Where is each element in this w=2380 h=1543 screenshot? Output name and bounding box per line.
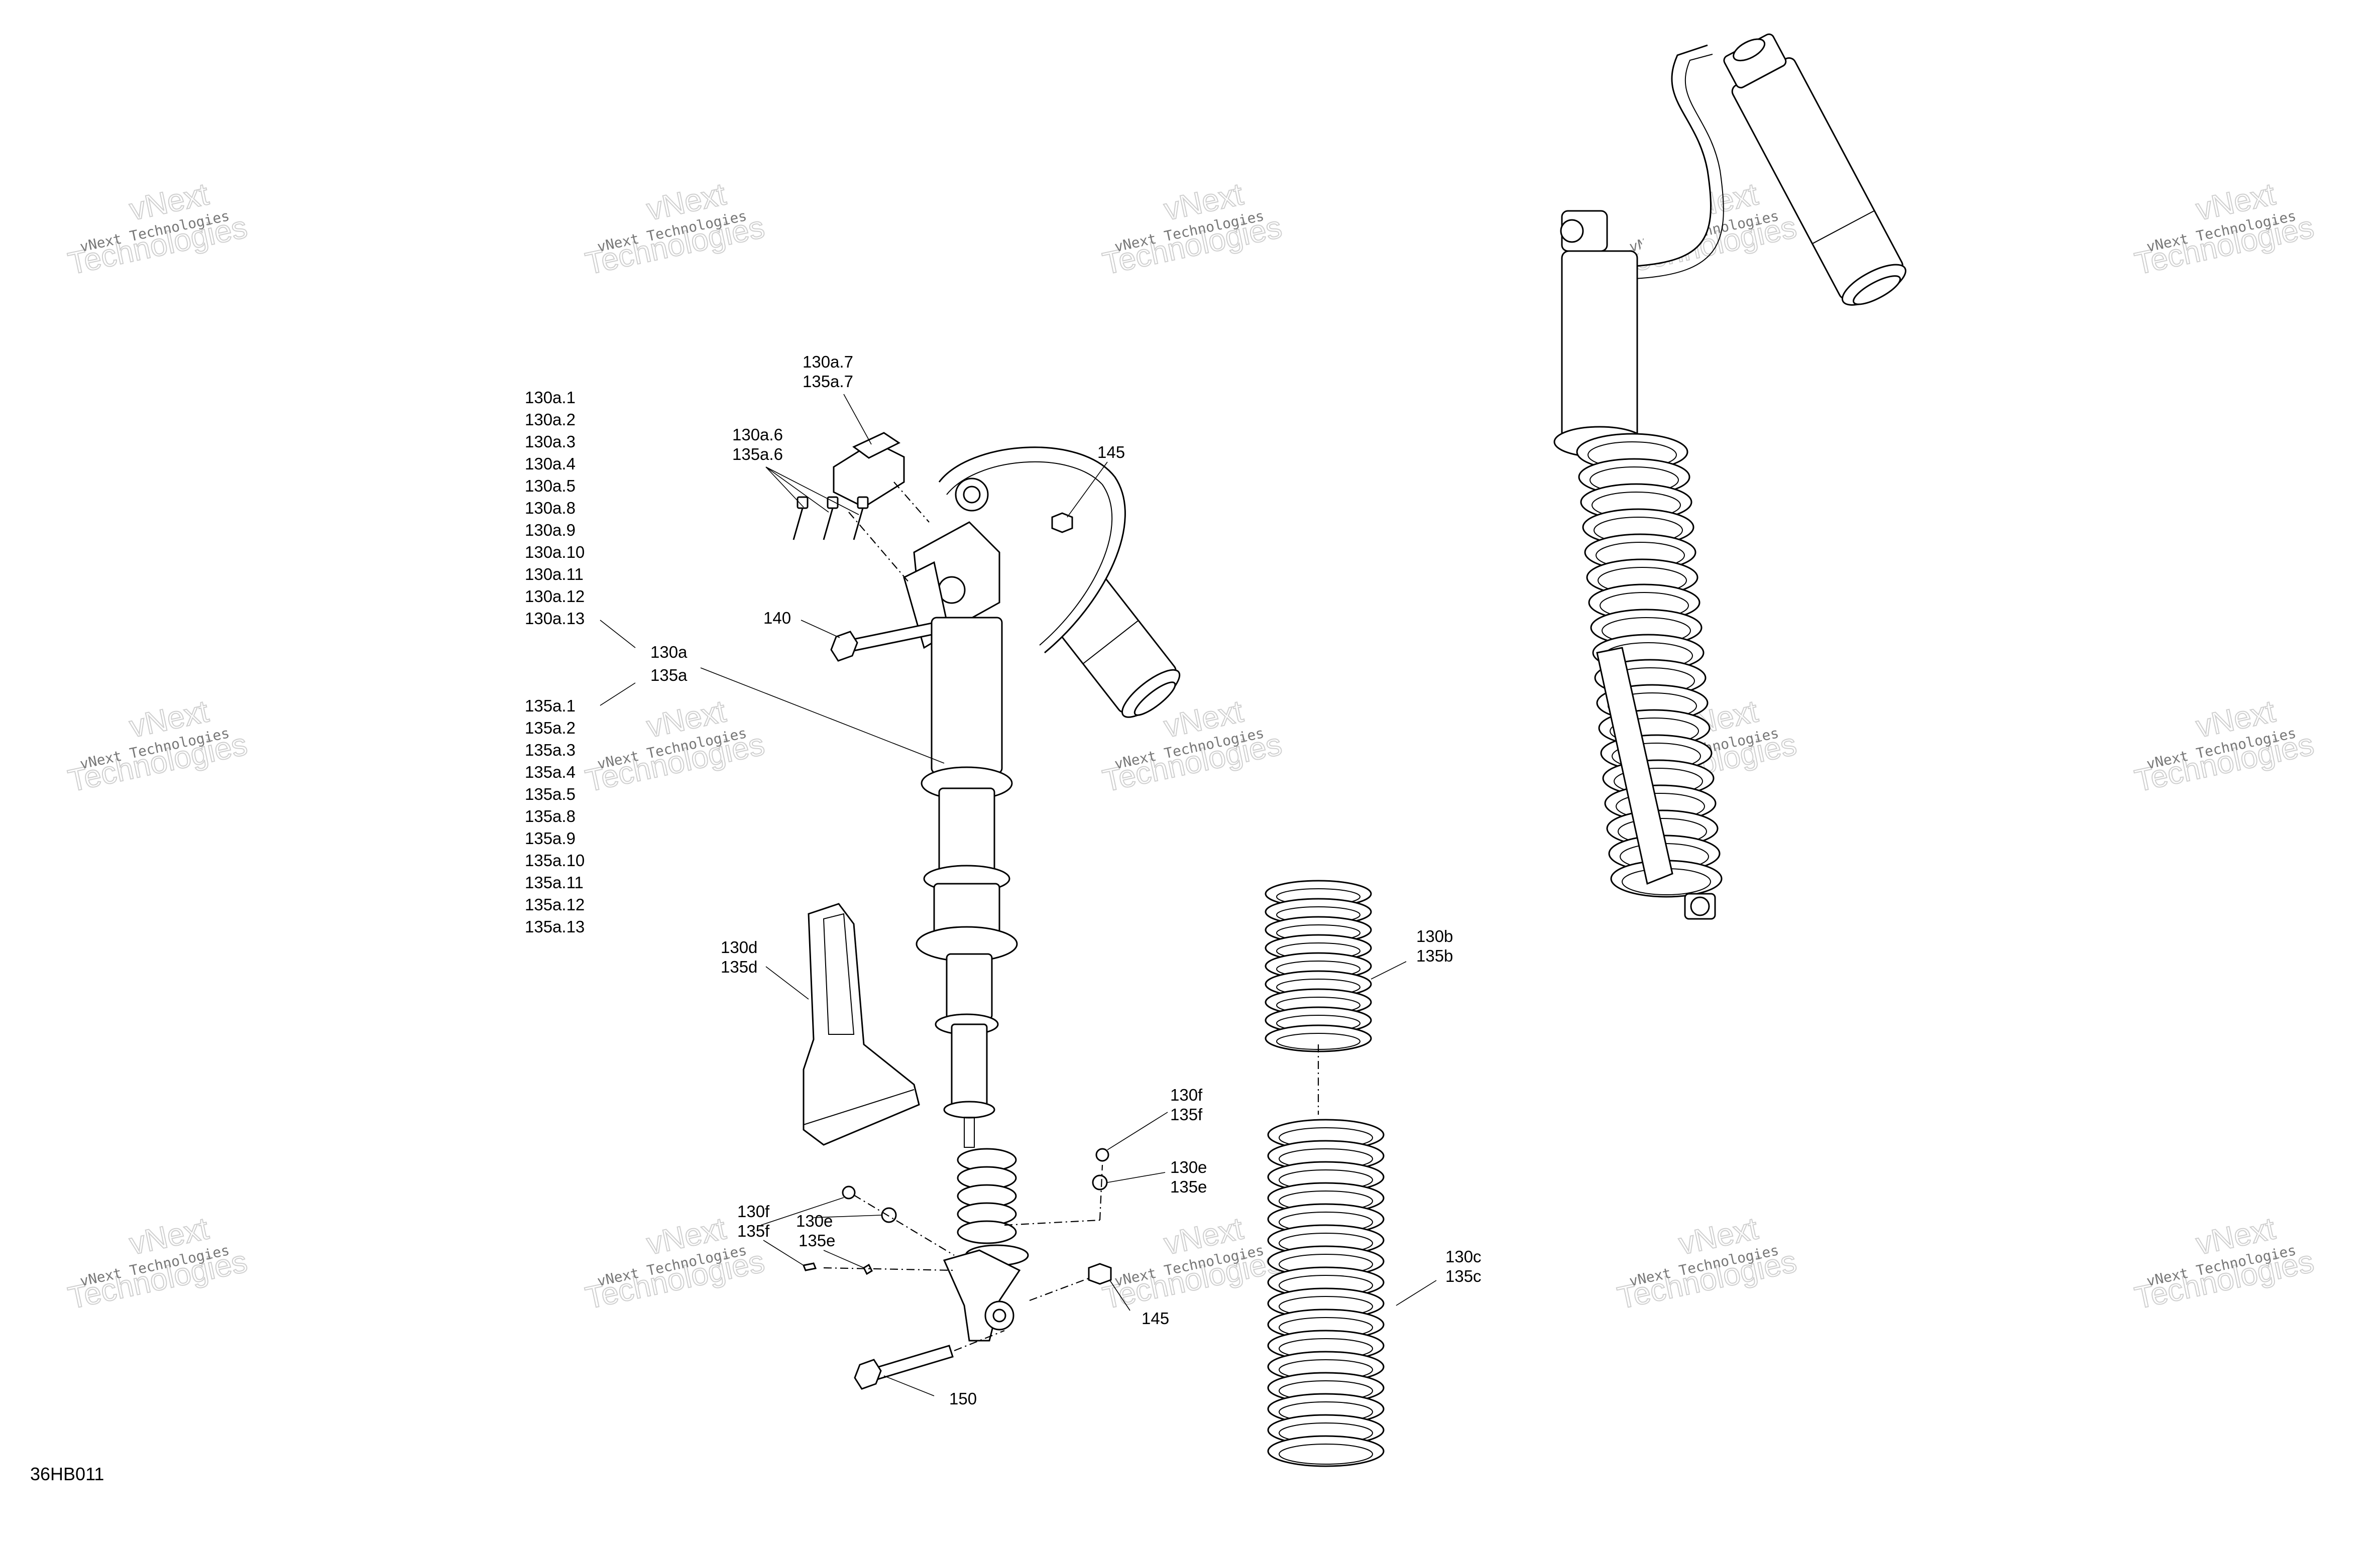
list-135a-item: 135a.12: [525, 895, 585, 914]
list-130a-item: 130a.8: [525, 499, 576, 517]
list-130a-item: 130a.4: [525, 454, 576, 473]
callout-130e-left: 130e: [796, 1212, 833, 1230]
callout-130a7: 130a.7: [803, 352, 853, 371]
callout-135d: 135d: [721, 958, 757, 976]
spring-130c-illustration: [1267, 1119, 1385, 1467]
spring-coil: [1267, 1435, 1385, 1467]
callout-135e-right: 135e: [1170, 1177, 1207, 1196]
callout-135a: 135a: [650, 666, 688, 684]
callout-135a7: 135a.7: [803, 372, 853, 391]
list-135a-item: 135a.1: [525, 696, 576, 715]
figure-code: 36HB011: [30, 1464, 104, 1484]
list-130a-item: 130a.13: [525, 609, 585, 628]
list-130a-item: 130a.11: [525, 565, 584, 583]
callout-list-135a: 135a.1 135a.2 135a.3 135a.4 135a.5 135a.8 135a…: [525, 696, 585, 936]
callout-135f-right: 135f: [1170, 1105, 1203, 1124]
callout-130a: 130a: [650, 643, 688, 661]
leader-lines: [600, 394, 1437, 1396]
list-135a-item: 135a.8: [525, 807, 576, 825]
bump-stop-ring: [957, 1220, 1017, 1244]
list-130a-item: 130a.1: [525, 388, 576, 407]
list-130a-item: 130a.10: [525, 543, 585, 561]
spring-130b-illustration: [1265, 880, 1372, 1052]
callout-135a6: 135a.6: [732, 445, 783, 463]
list-130a-item: 130a.9: [525, 521, 576, 539]
callout-labels: 130a.7 135a.7 130a.6 135a.6 145 140 130a…: [650, 352, 1482, 1408]
callout-145-top: 145: [1097, 443, 1125, 461]
assembled-shock-illustration: [1553, 33, 1906, 920]
list-135a-item: 135a.3: [525, 741, 576, 759]
callout-130d: 130d: [721, 938, 757, 957]
callout-140: 140: [763, 609, 791, 627]
callout-135c: 135c: [1445, 1267, 1482, 1285]
callout-130c: 130c: [1445, 1247, 1482, 1266]
list-135a-item: 135a.11: [525, 873, 584, 892]
callout-135e-left: 135e: [799, 1231, 835, 1250]
exploded-shock-illustration: [792, 432, 1181, 1390]
callout-130f-right: 130f: [1170, 1086, 1203, 1104]
list-135a-item: 135a.4: [525, 763, 576, 781]
list-135a-item: 135a.2: [525, 719, 576, 737]
callout-130a6: 130a.6: [732, 425, 783, 444]
list-130a-item: 130a.3: [525, 432, 576, 451]
list-135a-item: 135a.10: [525, 851, 585, 870]
callout-130f-left: 130f: [737, 1202, 770, 1221]
list-135a-item: 135a.5: [525, 785, 576, 803]
list-135a-item: 135a.9: [525, 829, 576, 848]
list-135a-item: 135a.13: [525, 917, 585, 936]
list-130a-item: 130a.2: [525, 410, 576, 429]
spring-coil-inner: [1279, 1444, 1373, 1465]
callout-135f-left: 135f: [737, 1222, 770, 1240]
callout-list-130a: 130a.1 130a.2 130a.3 130a.4 130a.5 130a.8 130a…: [525, 388, 585, 628]
callout-135b: 135b: [1416, 946, 1453, 965]
list-130a-item: 130a.12: [525, 587, 585, 606]
callout-150: 150: [949, 1389, 977, 1408]
list-130a-item: 130a.5: [525, 477, 576, 495]
callout-130e-right: 130e: [1170, 1158, 1207, 1176]
callout-130b: 130b: [1416, 927, 1453, 945]
callout-145-bottom: 145: [1142, 1309, 1169, 1328]
